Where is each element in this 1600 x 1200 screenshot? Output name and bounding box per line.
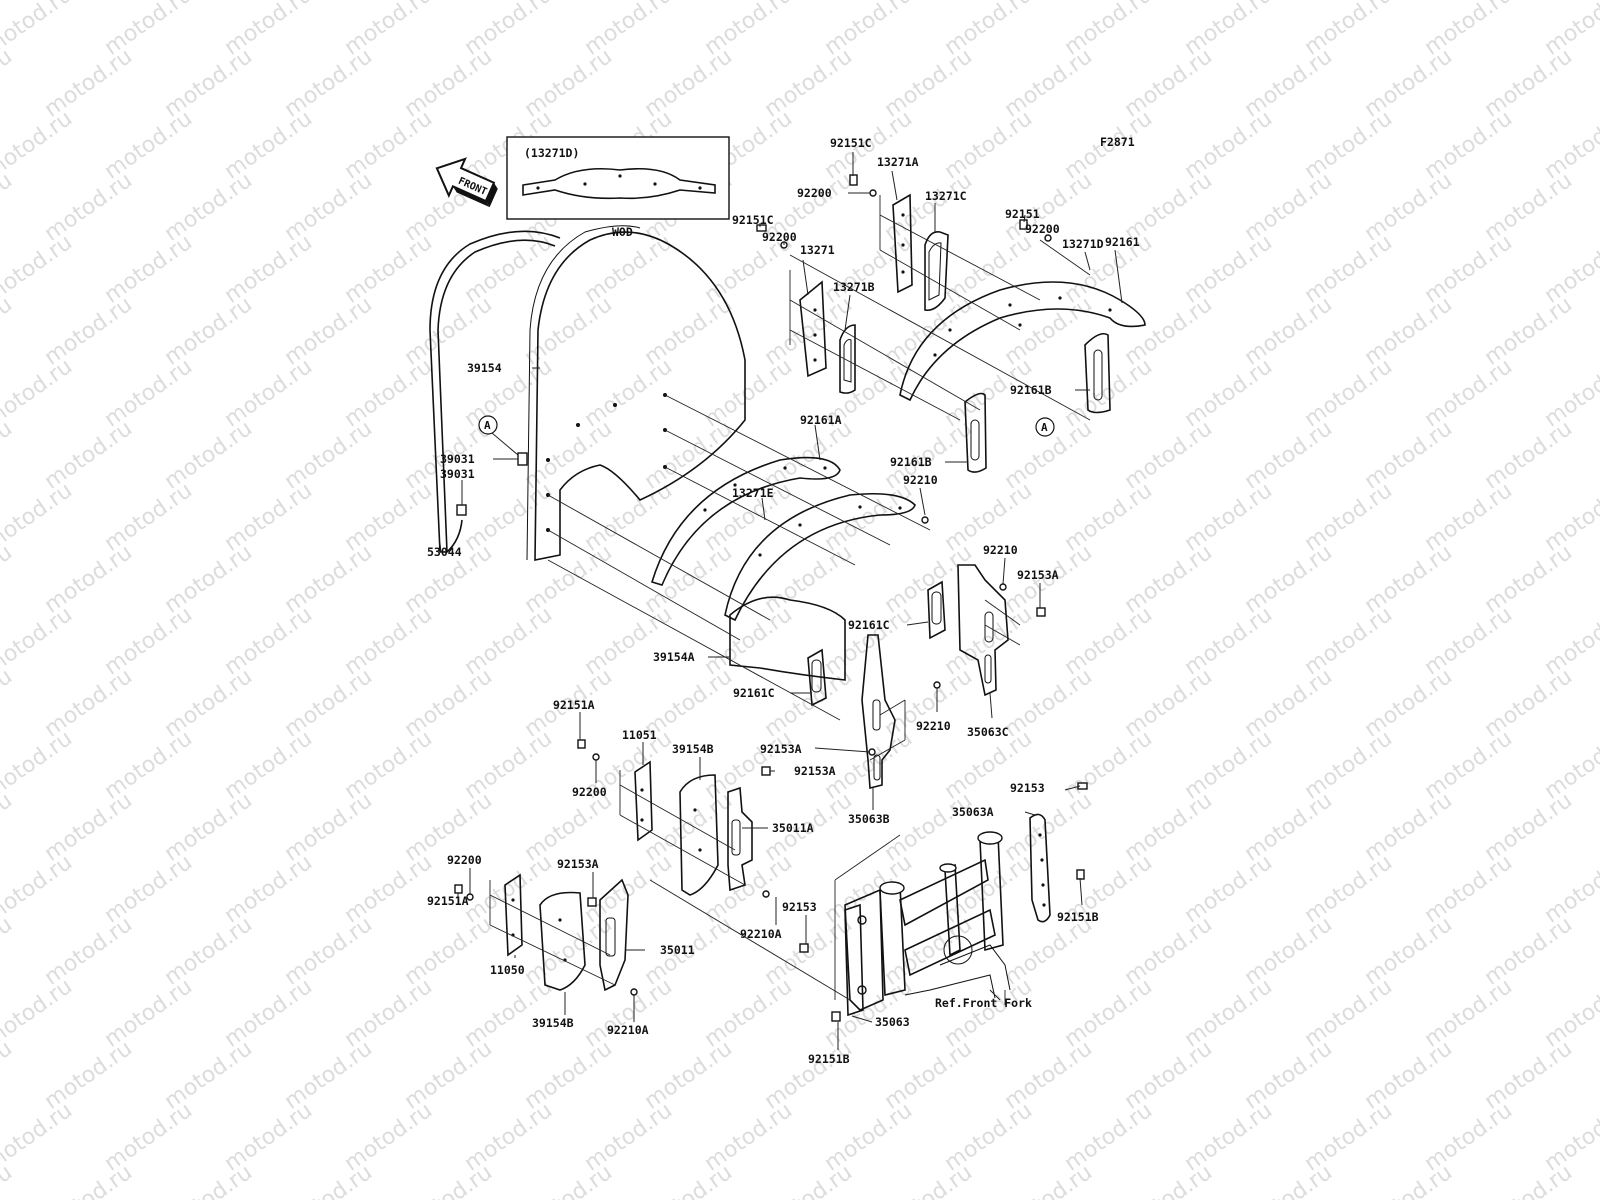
callout-label: 13271E — [732, 486, 774, 500]
callout-label: 39154B — [672, 742, 714, 756]
callout-label: 92153A — [794, 764, 836, 778]
callout-label: 35063A — [952, 805, 994, 819]
reference-marker-label-left: A — [484, 419, 491, 432]
callout-label: 13271B — [833, 280, 875, 294]
bracket-13271a — [892, 193, 913, 294]
reference-marker-label-right: A — [1041, 421, 1048, 434]
callout-label: 92153 — [1010, 781, 1045, 795]
stay-35011a — [727, 786, 753, 892]
fasteners — [454, 174, 1088, 1022]
callout-label: 35063B — [848, 812, 890, 826]
callout-label: 92153A — [760, 742, 802, 756]
callout-label: 39031 — [440, 467, 475, 481]
inset-box-13271d: (13271D) — [506, 136, 730, 220]
callout-leaders — [439, 152, 1123, 1050]
arc-bracket-92161a — [651, 456, 841, 586]
clamp-92161b-right — [1084, 332, 1111, 414]
callout-label: 13271D — [1062, 237, 1104, 251]
callout-label: 92151A — [427, 894, 469, 908]
callout-label: 92161C — [848, 618, 890, 632]
callout-label: 92161A — [800, 413, 842, 427]
callout-label: 92151 — [1005, 207, 1040, 221]
callout-label: 11050 — [490, 963, 525, 977]
front-fork-assembly — [844, 831, 1011, 1011]
callout-label: 11051 — [622, 728, 657, 742]
callout-label: 92210 — [983, 543, 1018, 557]
callout-label: 92161B — [890, 455, 932, 469]
callout-label: 92151A — [553, 698, 595, 712]
stay-35063c — [957, 564, 1009, 697]
callout-label: 92151C — [732, 213, 774, 227]
callout-label: 13271A — [877, 155, 919, 169]
callout-label: 39154B — [532, 1016, 574, 1030]
inset-box-title: (13271D) — [524, 146, 579, 160]
clip-39031-upper — [517, 452, 528, 466]
callout-label: 92210 — [903, 473, 938, 487]
panel-39154a — [729, 596, 846, 681]
projection-lines — [489, 195, 1091, 1005]
panel-39154b-lower — [539, 891, 586, 991]
callout-label: 92153 — [782, 900, 817, 914]
arc-bracket-92161 — [899, 281, 1146, 402]
callout-label: 92200 — [447, 853, 482, 867]
wod-label: WOD — [612, 225, 633, 239]
callout-label: 92161C — [733, 686, 775, 700]
callout-label: 92200 — [797, 186, 832, 200]
callout-label: 39031 — [440, 452, 475, 466]
callout-label: 39154 — [467, 361, 502, 375]
callout-label: 92200 — [1025, 222, 1060, 236]
bracket-13271c — [924, 230, 949, 312]
clamp-92161c-upper — [927, 580, 946, 640]
callout-label: 13271 — [800, 243, 835, 257]
panel-39154b-upper — [679, 774, 719, 896]
windshield-39154: WOD — [526, 225, 746, 561]
callout-labels: 92151C 13271A 92200 13271C 92151 92200 1… — [427, 136, 1140, 1066]
callout-label: 39154A — [653, 650, 695, 664]
callout-label: 13271C — [925, 189, 967, 203]
ref-front-fork-note: Ref.Front Fork — [935, 996, 1032, 1010]
callout-label: 92210 — [916, 719, 951, 733]
bracket-13271b — [839, 324, 856, 394]
callout-label: 92210A — [607, 1023, 649, 1037]
callout-label: 92151B — [808, 1052, 850, 1066]
callout-label: 92161 — [1105, 235, 1140, 249]
callout-label: 92200 — [762, 230, 797, 244]
callout-label: 92151C — [830, 136, 872, 150]
callout-label: 35011A — [772, 821, 814, 835]
arc-plate-13271e — [724, 492, 916, 622]
clip-39031-lower — [456, 504, 467, 516]
callout-label: 35011 — [660, 943, 695, 957]
callout-label: 53044 — [427, 545, 462, 559]
clamp-92161b-center — [964, 392, 987, 473]
callout-label: 35063 — [875, 1015, 910, 1029]
trim-strip-53044 — [429, 230, 561, 553]
pad-11050 — [504, 873, 523, 957]
pad-11051 — [634, 760, 653, 842]
callout-label: 92200 — [572, 785, 607, 799]
clamp-92161c-lower — [807, 648, 827, 707]
reference-marker-a-left: A — [478, 415, 498, 435]
callout-label: 92153A — [1017, 568, 1059, 582]
stay-35011 — [599, 878, 629, 992]
callout-label: 92161B — [1010, 383, 1052, 397]
callout-label: 92151B — [1057, 910, 1099, 924]
callout-label: 92153A — [557, 857, 599, 871]
front-arrow-icon: FRONT — [435, 157, 498, 208]
stay-35063a — [1029, 813, 1051, 923]
stay-35063 — [844, 903, 864, 1017]
callout-label: 92210A — [740, 927, 782, 941]
bracket-13271 — [799, 280, 827, 378]
stay-35063b — [861, 634, 896, 790]
reference-marker-a-right: A — [1035, 417, 1055, 437]
diagram-code: F2871 — [1100, 135, 1135, 149]
callout-label: 35063C — [967, 725, 1009, 739]
